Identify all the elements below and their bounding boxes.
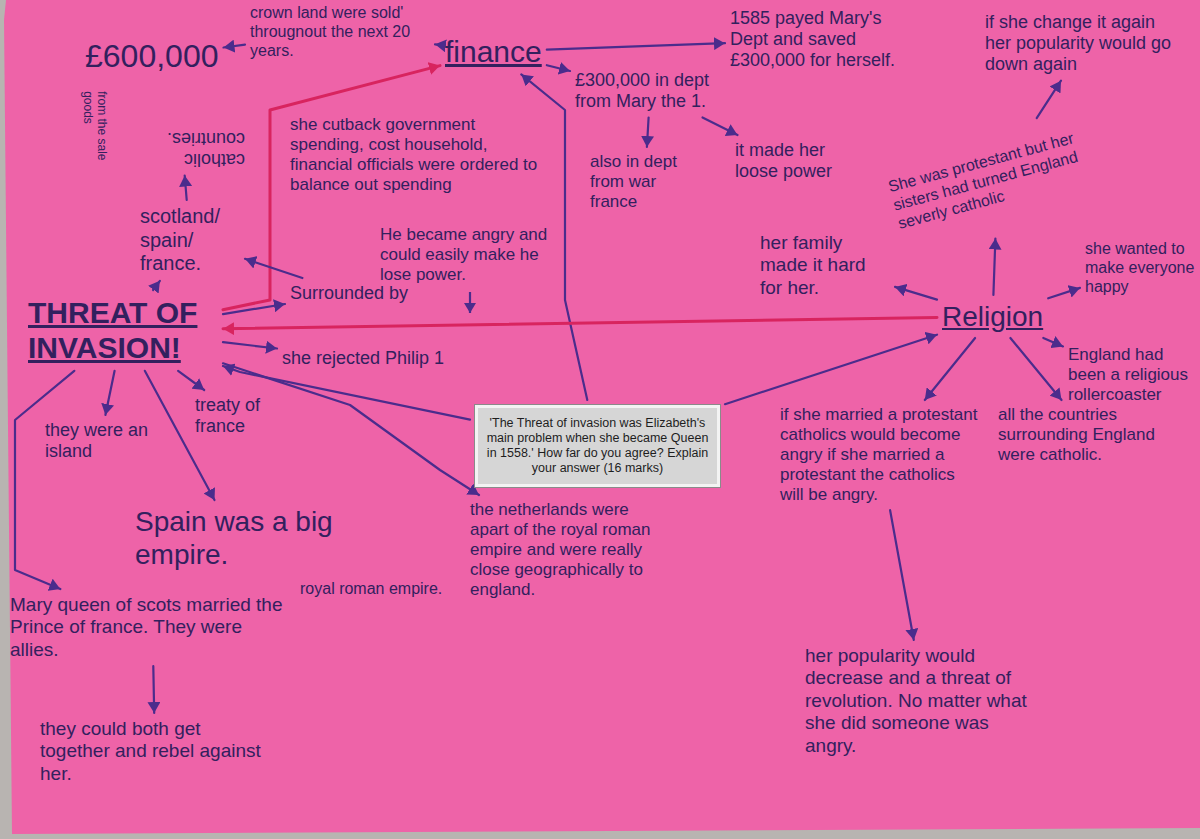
arrow-connector: [890, 510, 914, 640]
note-text: they were an island: [45, 420, 155, 462]
mind-map-note: treaty of france: [195, 395, 285, 437]
mind-map-note: they were an island: [45, 420, 155, 462]
note-text: the netherlands were apart of the royal …: [470, 500, 660, 600]
note-text: crown land were sold' througnout the nex…: [250, 4, 430, 61]
arrow-connector: [153, 281, 160, 290]
arrow-connector: [223, 366, 470, 420]
mind-map-note: £600,000: [85, 38, 218, 76]
arrow-connector: [152, 666, 155, 713]
note-text: she cutback government spending, cost ho…: [290, 115, 552, 195]
mind-map-note: her popularity would decrease and a thre…: [805, 645, 1045, 757]
arrow-connector: [178, 371, 204, 390]
note-text: 'The Threat of invasion was Elizabeth's …: [486, 416, 709, 476]
arrow-connector: [1048, 288, 1080, 298]
note-text: Surrounded by: [290, 283, 408, 304]
mind-map-note: Surrounded by: [290, 283, 408, 304]
mind-map-note: her family made it hard for her.: [760, 232, 890, 299]
topic-heading: Religion: [942, 300, 1043, 333]
arrow-connector: [1010, 338, 1061, 400]
arrow-connector: [185, 176, 187, 201]
mind-map-note: she rejected Philip 1: [282, 348, 444, 369]
note-text: finance: [445, 34, 542, 69]
arrow-connector: [725, 335, 937, 405]
arrow-connector: [223, 304, 285, 314]
topic-heading: THREAT OF INVASION!: [28, 295, 218, 366]
note-text: it made her loose power: [735, 140, 845, 182]
note-text: she rejected Philip 1: [282, 348, 444, 369]
mind-map-note: £300,000 in dept from Mary the 1.: [575, 70, 725, 112]
mind-map-note: they could both get together and rebel a…: [40, 718, 270, 785]
note-text: they could both get together and rebel a…: [40, 718, 270, 785]
mind-map-note: scotland/ spain/ france.: [140, 205, 240, 276]
free-note: royal roman empire.: [300, 580, 442, 599]
mind-map-note: Mary queen of scots married the Prince o…: [10, 594, 295, 661]
arrow-connector: [925, 338, 975, 400]
note-text: she wanted to make everyone happy: [1085, 240, 1195, 297]
topic-heading: finance: [445, 34, 542, 69]
arrow-connector: [435, 43, 440, 46]
note-text: if she change it again her popularity wo…: [985, 12, 1185, 76]
arrow-connector: [647, 118, 649, 148]
note-text: £300,000 in dept from Mary the 1.: [575, 70, 725, 112]
note-text: if she married a protestant catholics wo…: [780, 405, 980, 505]
arrow-connector: [895, 287, 937, 300]
mind-map-note: England had been a religious rollercoast…: [1068, 345, 1193, 405]
note-text: Spain was a big empire.: [135, 505, 335, 571]
mind-map-note: she wanted to make everyone happy: [1085, 240, 1195, 297]
question-card: 'The Threat of invasion was Elizabeth's …: [475, 405, 720, 487]
arrow-connector: [223, 317, 937, 328]
mind-map-note: also in dept from war france: [590, 152, 700, 212]
paper-sheet: [4, 0, 1200, 834]
note-text: her family made it hard for her.: [760, 232, 890, 299]
note-text: all the countries surrounding England we…: [998, 405, 1183, 465]
note-text: THREAT OF INVASION!: [28, 295, 218, 366]
mind-map-note: the netherlands were apart of the royal …: [470, 500, 660, 600]
mind-map-note: she cutback government spending, cost ho…: [290, 115, 552, 195]
note-text: her popularity would decrease and a thre…: [805, 645, 1045, 757]
mind-map-note: 1585 payed Mary's Dept and saved £300,00…: [730, 8, 905, 72]
arrow-connector: [1043, 338, 1063, 346]
mind-map-note: crown land were sold' througnout the nex…: [250, 4, 430, 61]
mind-map-note: if she change it again her popularity wo…: [985, 12, 1185, 76]
note-text: England had been a religious rollercoast…: [1068, 345, 1193, 405]
note-text: also in dept from war france: [590, 152, 700, 212]
mind-map-note: all the countries surrounding England we…: [998, 405, 1183, 465]
arrow-connector: [1037, 81, 1061, 118]
arrow-connector: [703, 118, 738, 136]
note-text: Religion: [942, 300, 1043, 333]
arrow-connector: [223, 363, 479, 495]
note-text: treaty of france: [195, 395, 285, 437]
arrow-connector: [993, 239, 995, 296]
arrow-connector: [547, 43, 725, 50]
arrow-connector: [223, 342, 277, 348]
note-text: scotland/ spain/ france.: [140, 205, 240, 276]
arrow-connector: [547, 65, 570, 71]
note-text: £600,000: [85, 38, 218, 76]
leader-arrow: [469, 292, 471, 313]
mind-map-note: Spain was a big empire.: [135, 505, 335, 571]
arrow-connector: [105, 371, 114, 415]
note-text: Mary queen of scots married the Prince o…: [10, 594, 295, 661]
arrow-connector: [245, 259, 302, 278]
free-note: He became angry and could easily make he…: [380, 225, 555, 285]
mind-map-note: catholic countries.: [120, 128, 245, 170]
note-text: 1585 payed Mary's Dept and saved £300,00…: [730, 8, 905, 72]
mind-map-note: if she married a protestant catholics wo…: [780, 405, 980, 505]
free-note: from the sale goods: [81, 91, 109, 181]
arrow-connector: [15, 371, 74, 589]
arrow-connector: [224, 45, 246, 48]
mind-map-note: it made her loose power: [735, 140, 845, 182]
note-text: catholic countries.: [120, 128, 245, 170]
